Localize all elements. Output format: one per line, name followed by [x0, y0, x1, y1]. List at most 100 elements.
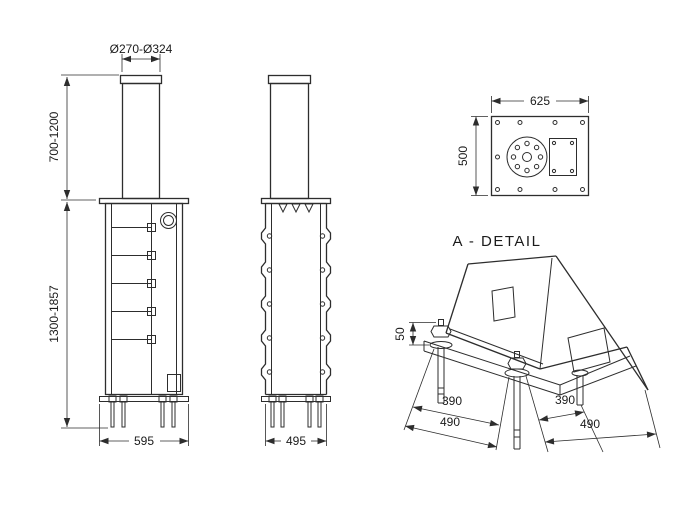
ladder-bracket [147, 251, 156, 260]
detail-casing-top-edge [467, 255, 557, 265]
side-casing-right-edge [325, 203, 332, 395]
dim-plan-depth-label: 500 [456, 146, 470, 166]
bolt-hole [537, 154, 544, 160]
front-anchor-bolts [108, 395, 178, 428]
detail-view: A - DETAIL [393, 233, 661, 453]
dim-base-width-label: 595 [134, 434, 154, 448]
bolt-shaft [270, 401, 275, 428]
front-view: Ø270-Ø324 700-1200 1300-1857 595 [47, 42, 190, 448]
side-weld-marks [278, 203, 314, 214]
front-cable-grommet-outer [160, 212, 177, 229]
bolt-hole [319, 267, 326, 273]
side-ground-flange [260, 197, 332, 205]
bolt-hole [266, 233, 273, 239]
plan-view: 625 500 [456, 94, 590, 197]
front-ladder [111, 223, 156, 344]
plan-control-box [549, 138, 577, 176]
detail-anchor-bolt-right [571, 369, 589, 406]
dim-right-490-label: 490 [580, 417, 600, 431]
bolt-shaft [110, 401, 115, 428]
ladder-bracket [147, 223, 156, 232]
detail-anchor-bolt-center [504, 351, 530, 450]
dim-left-390-label: 390 [442, 394, 462, 408]
side-edge-bolt-holes [266, 233, 326, 375]
bolt-nut [507, 357, 527, 370]
plan-box-screws [551, 140, 575, 174]
weld-mark [278, 203, 288, 214]
bolt-hole [533, 163, 540, 170]
screw-hole [551, 140, 557, 146]
dim-right-390-label: 390 [555, 393, 575, 407]
bolt-stud-tip [438, 319, 444, 326]
dim-upper-height-label: 700-1200 [47, 111, 61, 162]
bolt-hole [319, 369, 326, 375]
bolt-hole [510, 154, 517, 160]
dim-lower-height-label: 1300-1857 [47, 285, 61, 343]
side-post-cap [267, 74, 312, 85]
front-base-bracket [99, 396, 189, 402]
dim-bolt-protrusion-label: 50 [393, 327, 407, 341]
dimension-line-left-390 [412, 405, 500, 427]
bolt-hole [552, 120, 558, 125]
extension-line [525, 375, 549, 453]
bolt-hole [266, 335, 273, 341]
screw-hole [569, 140, 575, 146]
front-ground-flange [98, 197, 190, 205]
bolt-hole [524, 140, 530, 147]
dim-diameter-label: Ø270-Ø324 [110, 42, 173, 56]
extension-line [644, 389, 661, 449]
detail-right-plate [567, 327, 611, 373]
dimension-line-right-390 [538, 410, 585, 422]
dimension-line-left-490 [404, 424, 498, 449]
front-casing [104, 202, 184, 396]
bolt-washer [571, 369, 589, 377]
bolt-hole [319, 301, 326, 307]
bolt-hole [495, 154, 500, 160]
bolt-hole [495, 120, 500, 125]
dim-side-width-label: 495 [286, 434, 306, 448]
weld-mark [304, 203, 314, 214]
bolt-nut [430, 325, 452, 338]
detail-title: A - DETAIL [453, 233, 542, 250]
plan-center-hole [522, 152, 532, 162]
plan-post-circle [506, 136, 548, 178]
plan-edge-holes [495, 120, 585, 192]
side-casing-left-edge [260, 203, 267, 395]
bolt-hole [580, 120, 585, 125]
front-post-cap [119, 74, 163, 85]
bolt-hole [533, 144, 540, 151]
detail-casing-bottom-inner-line [449, 328, 544, 365]
detail-casing-bottom-left-edge [445, 332, 541, 370]
front-post-body [121, 82, 161, 200]
side-anchor-bolts [268, 395, 324, 428]
bolt-shaft [121, 401, 126, 428]
bolt-hole [266, 267, 273, 273]
detail-casing-left-edge [445, 263, 469, 334]
bolt-shaft [280, 401, 285, 428]
bolt-shaft [437, 347, 445, 404]
bolt-hole [266, 369, 273, 375]
bolt-hole [517, 187, 523, 192]
bolt-hole [517, 120, 523, 125]
detail-break-line [555, 255, 649, 391]
front-cable-grommet-inner [163, 215, 174, 226]
bolt-shaft [576, 375, 584, 406]
detail-front-rail [423, 340, 561, 396]
screw-hole [551, 168, 557, 174]
bolt-shaft [171, 401, 176, 428]
front-junction-box [167, 374, 181, 392]
bolt-hole [524, 167, 530, 174]
detail-anchor-bolt-left [429, 319, 453, 404]
ladder-bracket [147, 279, 156, 288]
dim-plan-width-label: 625 [530, 94, 550, 108]
bolt-hole [319, 233, 326, 239]
bolt-shaft [307, 401, 312, 428]
bolt-hole [552, 187, 558, 192]
ladder-bracket [147, 307, 156, 316]
side-post-body [269, 82, 310, 200]
plan-circle-bolt-holes [510, 140, 544, 174]
bolt-hole [580, 187, 585, 192]
bolt-hole [495, 187, 500, 192]
bolt-hole [319, 335, 326, 341]
